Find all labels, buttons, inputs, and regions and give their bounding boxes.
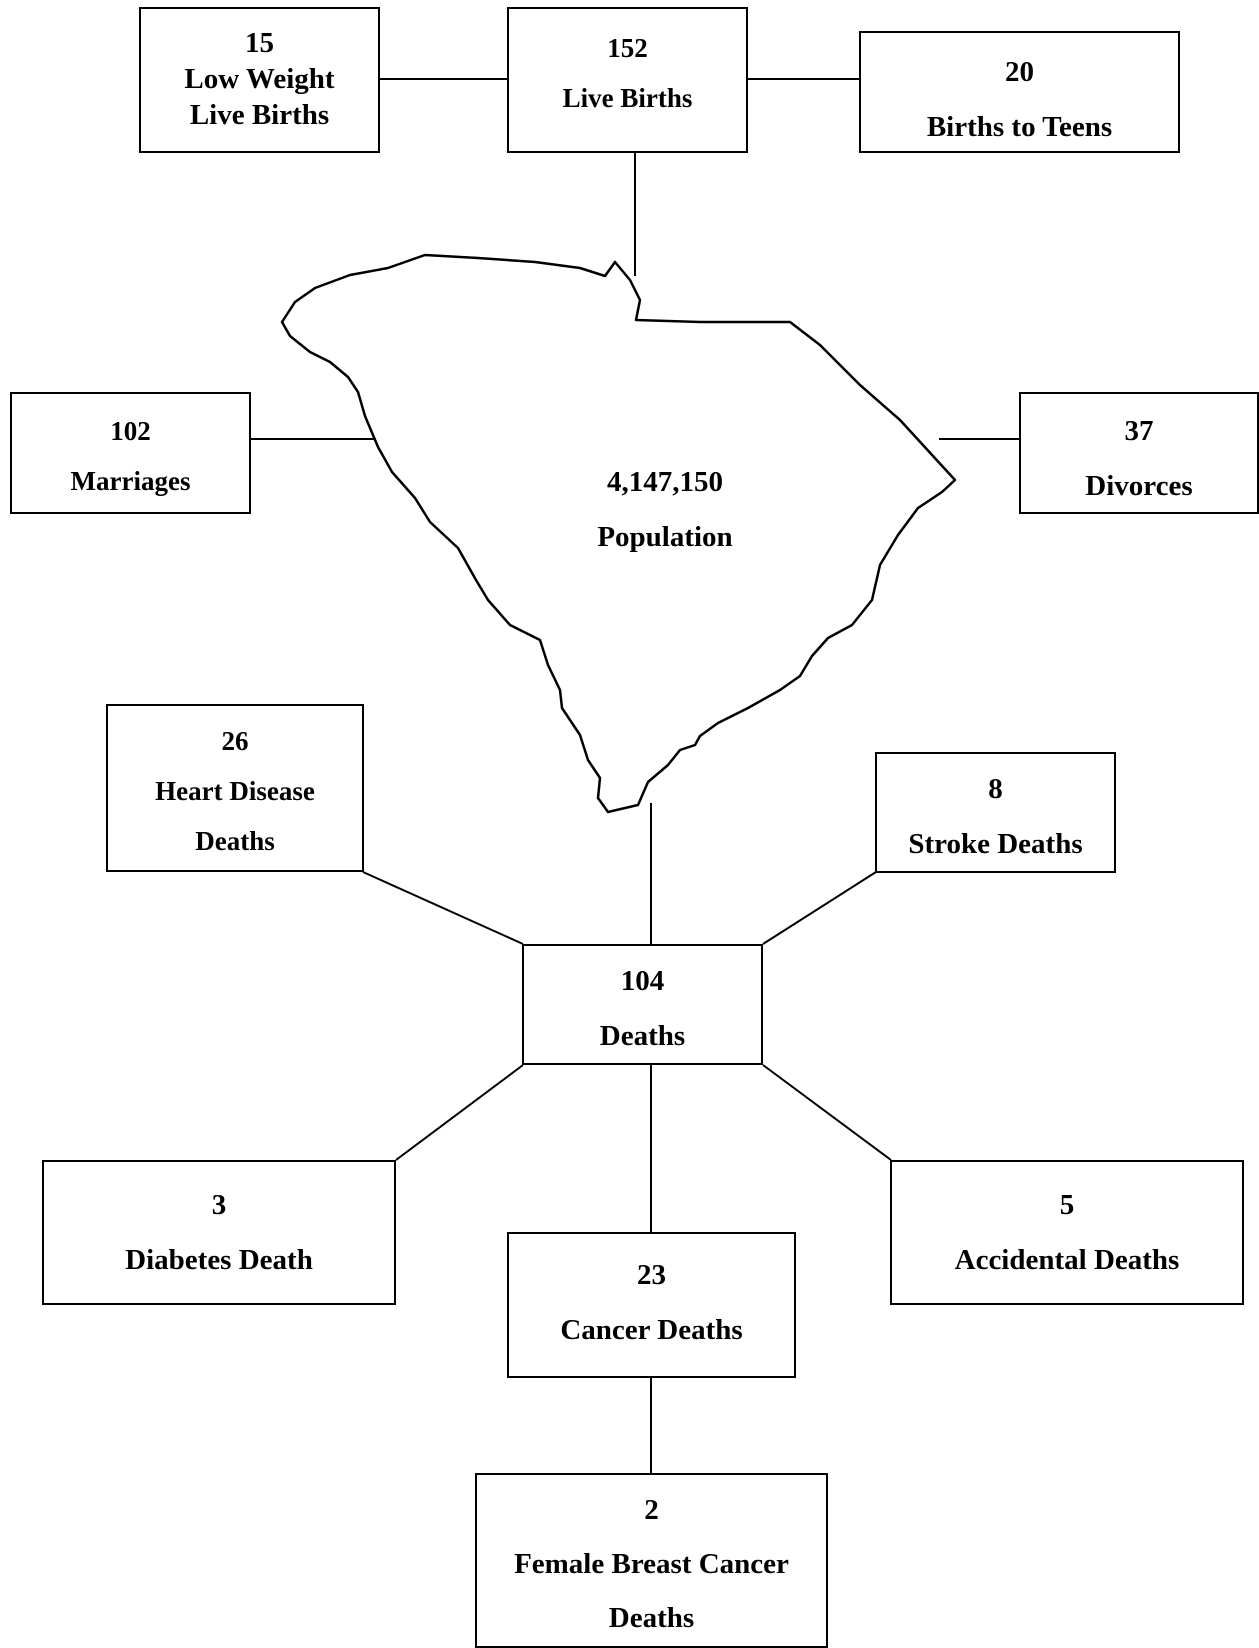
divorces-box: 37 Divorces [1019, 392, 1259, 514]
low-weight-births-box: 15 Low Weight Live Births [139, 7, 380, 153]
population-label-group: 4,147,150 Population [540, 455, 790, 565]
births-to-teens-count: 20 [1005, 56, 1034, 88]
population-count: 4,147,150 [607, 466, 723, 498]
stroke-deaths-box: 8 Stroke Deaths [875, 752, 1116, 873]
stroke-deaths-count: 8 [988, 773, 1003, 805]
heart-disease-deaths-box: 26 Heart Disease Deaths [106, 704, 364, 872]
live-births-box: 152 Live Births [507, 7, 748, 153]
stroke-deaths-label: Stroke Deaths [908, 828, 1083, 860]
divorces-count: 37 [1124, 415, 1154, 447]
births-to-teens-box: 20 Births to Teens [859, 31, 1180, 153]
accidental-deaths-count: 5 [1059, 1189, 1075, 1221]
marriages-count: 102 [110, 416, 151, 446]
female-breast-cancer-deaths-count: 2 [644, 1494, 659, 1526]
female-breast-cancer-deaths-box: 2 Female Breast Cancer Deaths [475, 1473, 828, 1648]
female-breast-cancer-deaths-label-line1: Female Breast Cancer [514, 1548, 789, 1580]
deaths-box: 104 Deaths [522, 944, 763, 1065]
live-births-count: 152 [607, 33, 648, 63]
live-births-label: Live Births [562, 83, 693, 113]
low-weight-births-label-line1: Low Weight [184, 63, 335, 95]
accidental-deaths-label: Accidental Deaths [954, 1244, 1180, 1276]
heart-disease-deaths-label-line1: Heart Disease [155, 776, 315, 806]
connector-lines [251, 78, 1019, 1474]
low-weight-births-count: 15 [245, 27, 274, 59]
heart-disease-deaths-label-line2: Deaths [195, 826, 275, 856]
connector-deaths-diabetes [395, 1064, 524, 1161]
cancer-deaths-box: 23 Cancer Deaths [507, 1232, 796, 1378]
cancer-deaths-count: 23 [637, 1259, 666, 1291]
state-map-outline [280, 253, 957, 814]
births-to-teens-label: Births to Teens [926, 111, 1113, 143]
marriages-box: 102 Marriages [10, 392, 251, 514]
deaths-label: Deaths [599, 1020, 686, 1052]
heart-disease-deaths-count: 26 [221, 726, 249, 756]
marriages-label: Marriages [70, 466, 191, 496]
population-label: Population [597, 521, 733, 553]
deaths-count: 104 [620, 965, 665, 997]
diabetes-death-box: 3 Diabetes Death [42, 1160, 396, 1305]
diabetes-death-label: Diabetes Death [125, 1244, 313, 1276]
divorces-label: Divorces [1085, 470, 1193, 502]
connector-heart-deaths [362, 871, 524, 945]
low-weight-births-label-line2: Live Births [189, 99, 330, 131]
connector-deaths-accidental [762, 1064, 892, 1161]
cancer-deaths-label: Cancer Deaths [560, 1314, 743, 1346]
accidental-deaths-box: 5 Accidental Deaths [890, 1160, 1244, 1305]
female-breast-cancer-deaths-label-line2: Deaths [608, 1602, 695, 1634]
connector-stroke-deaths [762, 871, 877, 945]
diabetes-death-count: 3 [211, 1189, 227, 1221]
